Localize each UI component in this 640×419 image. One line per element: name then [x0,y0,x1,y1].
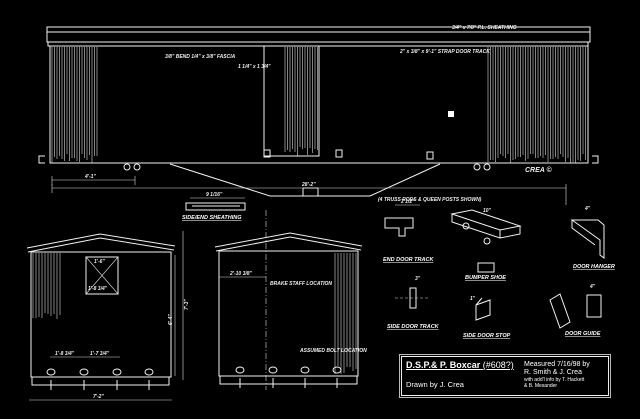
side-door-stop-drawing [476,298,490,320]
width-dim: 7'-2" [93,394,104,400]
end-door-track-drawing [385,218,413,236]
dim-overall: 28'-2" [301,182,316,188]
bolt [113,369,121,375]
sheathing-door [285,47,318,156]
door-hanger-drawing [572,220,604,258]
sheathing-dim: 9 1/16" [206,192,223,198]
drawing-title: D.S.P.& P. Boxcar (#608?) [406,360,514,370]
window-bottom-dim: 1'-8 3/4" [88,286,108,292]
measured-info: Measured 7/16/98 by R. Smith & J. Crea w… [524,361,590,389]
detail-dim: 2 1/2" [400,199,415,205]
height-outer-dim: 7'-3" [184,299,190,310]
bolt [145,369,153,375]
caption-end-door-track: END DOOR TRACK [383,257,434,263]
dim-end: 4'-1" [84,174,96,180]
car-number: (#608?) [483,360,514,370]
bolt [47,369,55,375]
caption-side-door-track: SIDE DOOR TRACK [387,324,440,330]
detail-dim: 10" [483,208,492,214]
additional-info-2: & B. Mesander [524,383,590,389]
dim-b: 1'-7 3/4" [90,351,110,357]
fascia-label: 3/8" BEND 1/4" x 3/8" FASCIA [165,54,236,60]
end-view-right: 2'-10 3/8" BRAKE STAFF LOCATION ASSUMED … [215,210,367,390]
title-text: D.S.P.& P. Boxcar [406,360,480,370]
sheathing-left [52,47,97,163]
bolt [333,367,341,373]
truss-label: (4 TRUSS RODS & QUEEN POSTS SHOWN) [378,197,482,203]
caption-door-guide: DOOR GUIDE [565,331,601,337]
brake-staff-label: BRAKE STAFF LOCATION [270,281,332,287]
dim-a: 1'-8 3/4" [55,351,75,357]
track-label: 2" x 3/8" x 9'-1" STRAP DOOR TRACK [399,49,490,55]
bolt-location-label: ASSUMED BOLT LOCATION [299,348,367,354]
measured-date: Measured 7/16/98 by [524,361,590,369]
door-label: 1 1/4" x 1 3/4" [238,64,271,70]
bolt [236,367,244,373]
sheathing-detail: 9 1/16" SIDE/END SHEATHING [182,192,245,221]
caption-side-door-stop: SIDE DOOR STOP [463,333,511,339]
window-top-dim: 1'-6" [94,259,105,265]
side-elevation: 3/4" x 7/8" P.L. SHEATHING 3/8" BEND 1/4… [39,25,598,205]
roof-left [27,234,175,248]
fascia [48,42,588,46]
end-right-dim: 2'-10 3/8" [229,271,253,277]
detail-dim: 1" [470,296,476,302]
drawn-by: Drawn by J. Crea [406,380,464,389]
door-guide-drawing [550,294,570,328]
signature: CREA © [525,166,553,174]
caption-bumper-shoe: BUMPER SHOE [465,275,506,281]
bolt [269,367,277,373]
bumper-shoe-drawing [452,210,520,238]
detail-dim: 4" [589,284,596,290]
sheathing-right [488,47,586,163]
hardware-details: 2 1/2" END DOOR TRACK 10" BUMPER SHOE 4"… [383,199,615,339]
caption-door-hanger: DOOR HANGER [573,264,615,270]
side-door-opening [264,46,319,156]
title-block: D.S.P.& P. Boxcar (#608?) Drawn by J. Cr… [401,356,609,396]
end-view-left: 1'-6" 1'-8 3/4" 1'-8 3/4" 1'-7 3/4" 7'-2… [27,231,190,400]
height-inner-dim: 6'-4" [168,314,174,325]
sheathing-caption: SIDE/END SHEATHING [182,215,242,221]
detail-dim: 4" [584,206,591,212]
roof-sheathing-label: 3/4" x 7/8" P.L. SHEATHING [452,25,517,31]
detail-dim: 3" [415,276,421,282]
bolt [80,369,88,375]
measured-by: R. Smith & J. Crea [524,369,590,377]
bolt [301,367,309,373]
